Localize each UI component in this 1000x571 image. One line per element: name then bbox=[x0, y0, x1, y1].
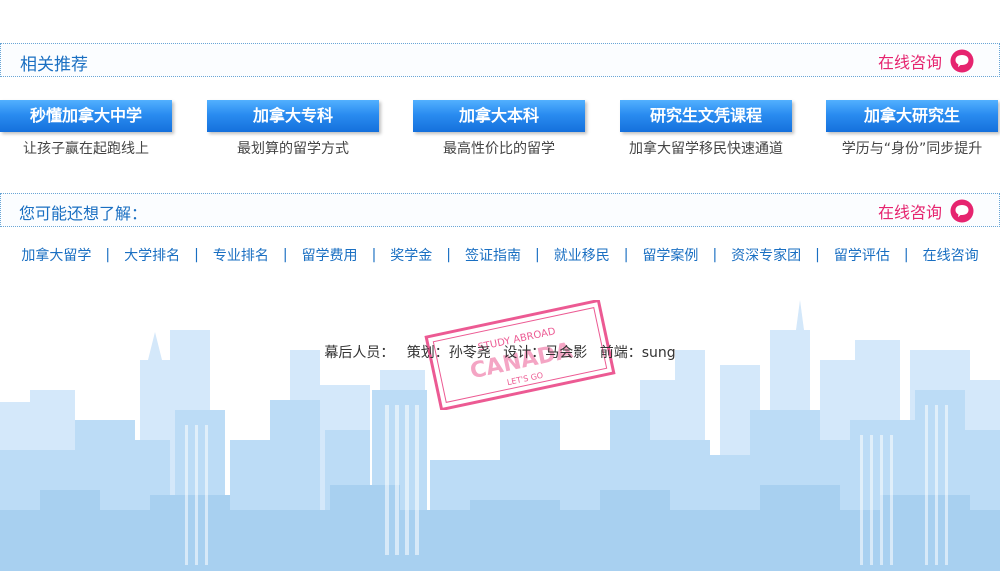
link-separator: | bbox=[623, 247, 629, 263]
link-separator: | bbox=[535, 247, 540, 263]
card-title[interactable]: 加拿大本科 bbox=[413, 100, 585, 132]
credits-designer: 设计：马会影 bbox=[503, 345, 588, 361]
related-title: 相关推荐 bbox=[20, 55, 88, 75]
credits-frontend: 前端：sung bbox=[599, 345, 676, 361]
card-subtitle: 让孩子赢在起跑线上 bbox=[23, 141, 149, 157]
card-subtitle: 学历与“身份”同步提升 bbox=[841, 141, 983, 157]
link-study-assessment[interactable]: 留学评估 bbox=[833, 248, 890, 264]
link-separator: | bbox=[105, 247, 111, 263]
link-separator: | bbox=[903, 247, 909, 263]
link-expert-team[interactable]: 资深专家团 bbox=[731, 248, 802, 264]
related-consult-button[interactable]: 在线咨询 bbox=[878, 49, 974, 73]
consult-label: 在线咨询 bbox=[877, 203, 942, 222]
credits-label: 幕后人员： bbox=[324, 345, 395, 361]
link-major-ranking[interactable]: 专业排名 bbox=[212, 248, 269, 264]
link-scholarship[interactable]: 奖学金 bbox=[390, 248, 433, 264]
interest-section-bar: 您可能还想了解： 在线咨询 bbox=[0, 193, 1000, 227]
interest-consult-button[interactable]: 在线咨询 bbox=[878, 199, 974, 223]
link-separator: | bbox=[712, 247, 718, 263]
card-subtitle: 最高性价比的留学 bbox=[443, 141, 555, 157]
link-canada-study[interactable]: 加拿大留学 bbox=[21, 248, 92, 264]
link-study-cases[interactable]: 留学案例 bbox=[642, 248, 699, 264]
card-graduate-diploma[interactable]: 研究生文凭课程 加拿大留学移民快速通道 bbox=[620, 100, 792, 158]
credits-planner: 策划：孙苓尧 bbox=[406, 345, 491, 361]
card-canada-undergraduate[interactable]: 加拿大本科 最高性价比的留学 bbox=[413, 100, 585, 158]
link-university-ranking[interactable]: 大学排名 bbox=[124, 248, 181, 264]
canada-stamp-icon: STUDY ABROAD CANADA LET'S GO bbox=[424, 300, 616, 410]
chat-bubble-icon bbox=[950, 49, 974, 73]
chat-bubble-icon bbox=[950, 199, 974, 223]
link-employment-immigration[interactable]: 就业移民 bbox=[553, 248, 610, 264]
card-canada-graduate[interactable]: 加拿大研究生 学历与“身份”同步提升 bbox=[826, 100, 998, 158]
link-separator: | bbox=[371, 247, 377, 263]
link-online-consult[interactable]: 在线咨询 bbox=[922, 248, 979, 264]
card-title[interactable]: 秒懂加拿大中学 bbox=[0, 100, 172, 132]
card-title[interactable]: 研究生文凭课程 bbox=[620, 100, 792, 132]
city-skyline-illustration bbox=[0, 300, 1000, 571]
link-separator: | bbox=[446, 247, 451, 263]
link-separator: | bbox=[194, 247, 199, 263]
credits-line: 幕后人员： 策划：孙苓尧 设计：马会影 前端：sung bbox=[0, 342, 1000, 362]
card-subtitle: 加拿大留学移民快速通道 bbox=[629, 141, 783, 157]
card-canada-college[interactable]: 加拿大专科 最划算的留学方式 bbox=[207, 100, 379, 158]
consult-label: 在线咨询 bbox=[877, 53, 942, 72]
link-study-cost[interactable]: 留学费用 bbox=[301, 248, 358, 264]
interest-title: 您可能还想了解： bbox=[19, 204, 148, 223]
card-title[interactable]: 加拿大研究生 bbox=[826, 100, 998, 132]
quick-links: 加拿大留学 | 大学排名 | 专业排名 | 留学费用 | 奖学金 | 签证指南 … bbox=[0, 244, 1000, 266]
recommend-cards: 秒懂加拿大中学 让孩子赢在起跑线上 加拿大专科 最划算的留学方式 加拿大本科 最… bbox=[0, 100, 1000, 160]
card-subtitle: 最划算的留学方式 bbox=[237, 141, 349, 157]
link-separator: | bbox=[815, 247, 820, 263]
card-canada-middle-school[interactable]: 秒懂加拿大中学 让孩子赢在起跑线上 bbox=[0, 100, 172, 158]
link-separator: | bbox=[282, 247, 288, 263]
related-section-bar: 相关推荐 在线咨询 bbox=[0, 43, 1000, 77]
link-visa-guide[interactable]: 签证指南 bbox=[465, 248, 521, 264]
card-title[interactable]: 加拿大专科 bbox=[207, 100, 379, 132]
